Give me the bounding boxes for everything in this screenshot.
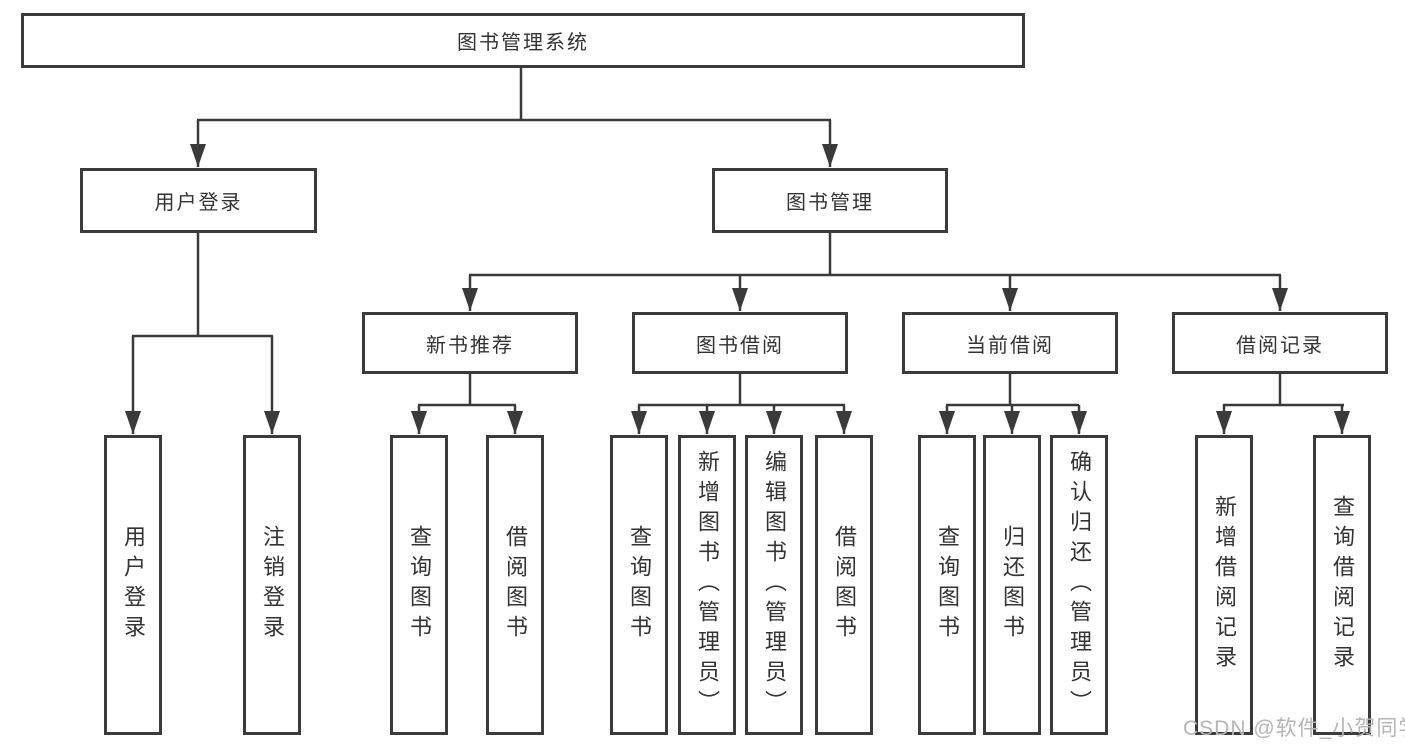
leaf-label: 借阅图书 — [503, 525, 528, 645]
leaf-label: 查询借阅记录 — [1330, 495, 1355, 675]
leaf-label: 查询图书 — [935, 525, 960, 645]
leaf-label: 用户登录 — [121, 525, 146, 645]
node-borrowing-records: 借阅记录 — [1172, 312, 1388, 374]
leaf-edit-book-admin: 编辑图书（管理员） — [745, 435, 803, 735]
leaf-borrow-books: 借阅图书 — [815, 435, 873, 735]
node-book-borrowing: 图书借阅 — [632, 312, 848, 374]
leaf-query-books-recommendation: 查询图书 — [390, 435, 448, 735]
leaf-label: 查询图书 — [627, 525, 652, 645]
node-user-login: 用户登录 — [80, 168, 317, 233]
leaf-user-login: 用户登录 — [104, 435, 162, 735]
leaf-query-borrow-record: 查询借阅记录 — [1313, 435, 1371, 735]
leaf-label: 新增借阅记录 — [1212, 495, 1237, 675]
leaf-return-book: 归还图书 — [983, 435, 1041, 735]
leaf-borrow-books-recommendation: 借阅图书 — [486, 435, 544, 735]
node-root-system: 图书管理系统 — [21, 13, 1025, 68]
leaf-query-books-borrowing: 查询图书 — [610, 435, 668, 735]
leaf-label: 注销登录 — [260, 525, 285, 645]
leaf-label: 查询图书 — [407, 525, 432, 645]
csdn-watermark: CSDN @软件_小贺同学 — [1183, 717, 1405, 740]
leaf-label: 新增图书（管理员） — [695, 450, 720, 720]
leaf-label: 归还图书 — [1000, 525, 1025, 645]
node-current-borrowing: 当前借阅 — [902, 312, 1118, 374]
leaf-add-borrow-record: 新增借阅记录 — [1195, 435, 1253, 735]
leaf-add-book-admin: 新增图书（管理员） — [678, 435, 736, 735]
node-book-management: 图书管理 — [712, 168, 948, 233]
node-new-book-recommendation: 新书推荐 — [362, 312, 578, 374]
leaf-label: 确认归还（管理员） — [1067, 450, 1092, 720]
leaf-confirm-return-admin: 确认归还（管理员） — [1050, 435, 1108, 735]
leaf-label: 编辑图书（管理员） — [762, 450, 787, 720]
leaf-query-books-current: 查询图书 — [918, 435, 976, 735]
leaf-label: 借阅图书 — [832, 525, 857, 645]
leaf-logout: 注销登录 — [243, 435, 301, 735]
